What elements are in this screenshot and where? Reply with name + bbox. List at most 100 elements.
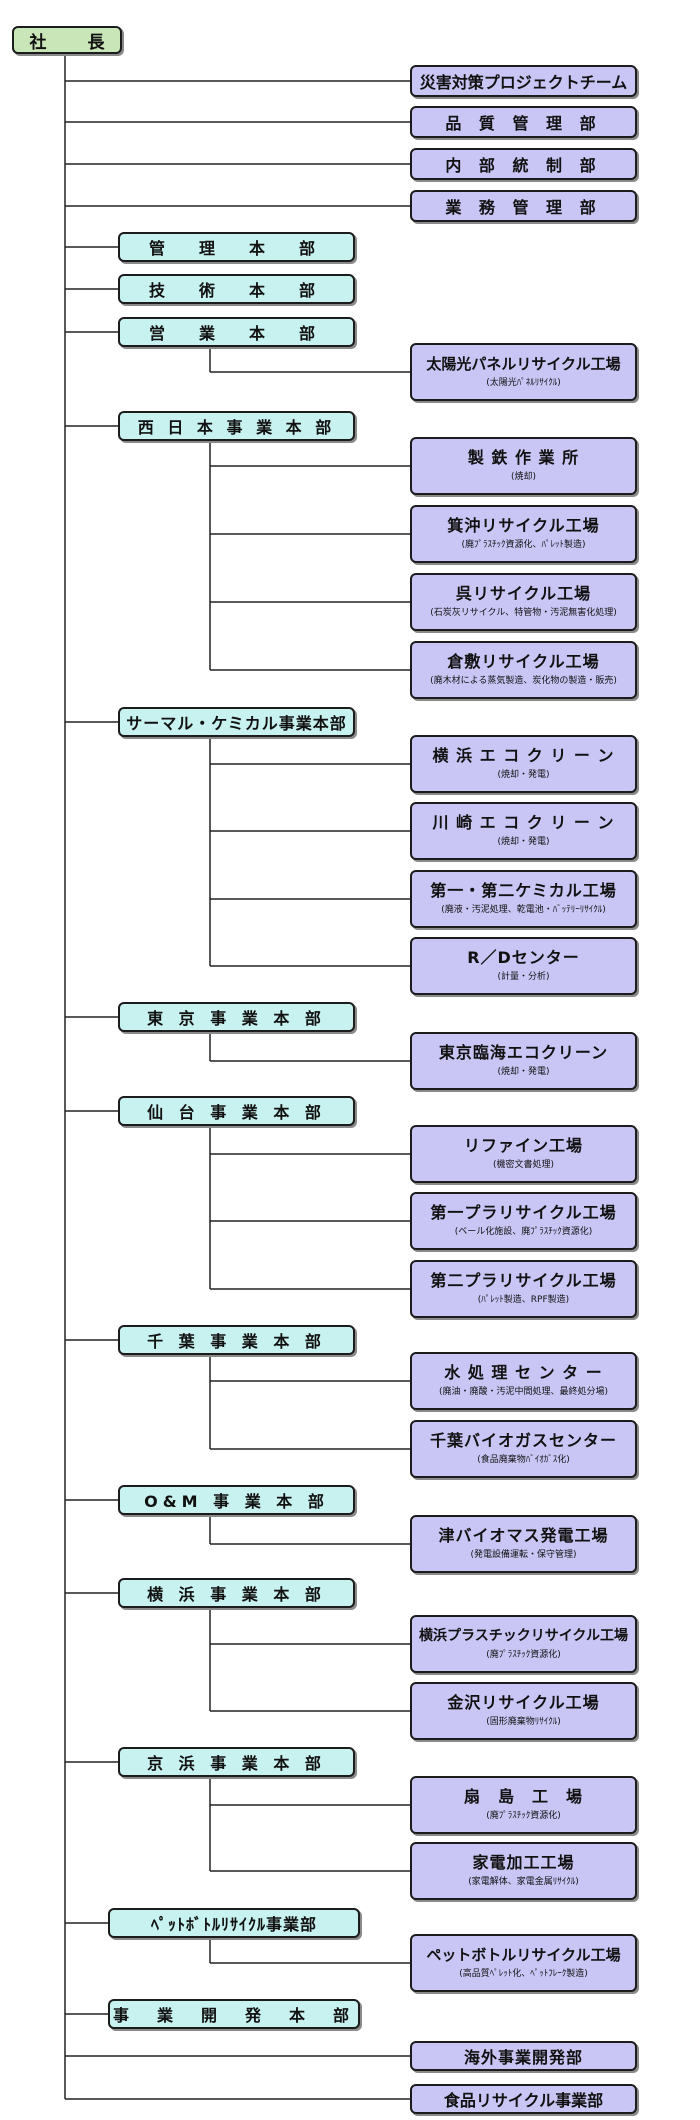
division-label: 京 浜 事 業 本 部 <box>147 1754 326 1773</box>
division-label: 横 浜 事 業 本 部 <box>147 1585 326 1604</box>
dept-overseas-business-development: 海外事業開発部 <box>410 2041 637 2071</box>
facility-name: 東京臨海エコクリーン <box>438 1043 609 1062</box>
division-pet-bottle-recycling: ﾍﾟｯﾄﾎﾞﾄﾙﾘｻｲｸﾙ事業部 <box>108 1908 360 1938</box>
dept-business-management: 業 務 管 理 部 <box>410 190 637 222</box>
facility-name: 千葉バイオガスセンター <box>429 1431 617 1450</box>
facility-description: (高品質ﾍﾟﾚｯﾄ化、ﾍﾟｯﾄﾌﾚｰｸ製造) <box>459 1969 588 1979</box>
facility-description: (計量・分析) <box>497 972 550 982</box>
president-label: 社 長 <box>29 32 117 53</box>
facility-name: R／Dセンター <box>467 948 580 967</box>
facility-ogishima: 扇 島 工 場 (廃ﾌﾟﾗｽﾁｯｸ資源化) <box>410 1776 637 1834</box>
division-label: 千 葉 事 業 本 部 <box>147 1332 326 1351</box>
facility-name: 横 浜 エ コ ク リ ー ン <box>432 746 615 765</box>
dept-label: 食品リサイクル事業部 <box>443 2091 604 2110</box>
facility-name: 横浜プラスチックリサイクル工場 <box>418 1628 629 1644</box>
facility-kanazawa-recycling: 金沢リサイクル工場 (固形廃棄物ﾘｻｲｸﾙ) <box>410 1682 637 1740</box>
division-label: 仙 台 事 業 本 部 <box>147 1103 326 1122</box>
facility-name: 津バイオマス発電工場 <box>438 1526 609 1545</box>
facility-description: (石炭灰リサイクル、特管物・汚泥無害化処理) <box>430 608 617 618</box>
dept-food-recycling: 食品リサイクル事業部 <box>410 2084 637 2114</box>
division-label: ﾍﾟｯﾄﾎﾞﾄﾙﾘｻｲｸﾙ事業部 <box>150 1915 317 1934</box>
division-label: 技 術 本 部 <box>148 281 324 300</box>
facility-solar-panel-recycling: 太陽光パネルリサイクル工場 (太陽光ﾊﾟﾈﾙﾘｻｲｸﾙ) <box>410 343 637 401</box>
facility-name: 倉敷リサイクル工場 <box>447 652 600 671</box>
facility-home-appliance-processing: 家電加工工場 (家電解体、家電金属ﾘｻｲｸﾙ) <box>410 1842 637 1900</box>
facility-name: 金沢リサイクル工場 <box>447 1693 600 1712</box>
facility-refine: リファイン工場 (機密文書処理) <box>410 1125 637 1183</box>
division-chiba: 千 葉 事 業 本 部 <box>118 1325 355 1355</box>
dept-disaster-project-team: 災害対策プロジェクトチーム <box>410 65 637 97</box>
facility-description: (廃ﾌﾟﾗｽﾁｯｸ資源化、ﾊﾟﾚｯﾄ製造) <box>461 540 586 550</box>
facility-description: (ﾊﾟﾚｯﾄ製造、RPF製造) <box>477 1295 570 1305</box>
facility-name: 第一・第二ケミカル工場 <box>430 881 617 900</box>
facility-name: 製 鉄 作 業 所 <box>467 448 580 467</box>
facility-first-second-chemical: 第一・第二ケミカル工場 (廃液・汚泥処理、乾電池・ﾊﾞｯﾃﾘｰﾘｻｲｸﾙ) <box>410 870 637 928</box>
facility-description: (廃油・廃酸・汚泥中間処理、最終処分場) <box>438 1387 609 1397</box>
facility-name: 水 処 理 セ ン タ ー <box>444 1363 603 1382</box>
division-label: サーマル・ケミカル事業本部 <box>126 714 347 733</box>
facility-description: (焼却・発電) <box>497 1067 550 1077</box>
division-label: 西 日 本 事 業 本 部 <box>137 418 336 437</box>
dept-quality-control: 品 質 管 理 部 <box>410 106 637 138</box>
president-box: 社 長 <box>12 26 122 54</box>
division-keihin: 京 浜 事 業 本 部 <box>118 1747 355 1777</box>
facility-description: (廃木材による蒸気製造、炭化物の製造・販売) <box>430 676 617 686</box>
division-label: 管 理 本 部 <box>148 239 324 258</box>
facility-rd-center: R／Dセンター (計量・分析) <box>410 937 637 995</box>
division-west-japan: 西 日 本 事 業 本 部 <box>118 411 355 441</box>
facility-description: (廃液・汚泥処理、乾電池・ﾊﾞｯﾃﾘｰﾘｻｲｸﾙ) <box>441 905 606 915</box>
division-om: O&M 事 業 本 部 <box>118 1485 355 1515</box>
facility-kurashiki-recycling: 倉敷リサイクル工場 (廃木材による蒸気製造、炭化物の製造・販売) <box>410 641 637 699</box>
facility-description: (廃ﾌﾟﾗｽﾁｯｸ資源化) <box>486 1650 561 1660</box>
facility-description: (廃ﾌﾟﾗｽﾁｯｸ資源化) <box>486 1811 561 1821</box>
facility-kure-recycling: 呉リサイクル工場 (石炭灰リサイクル、特管物・汚泥無害化処理) <box>410 573 637 631</box>
division-label: 事 業 開 発 本 部 <box>112 2006 355 2025</box>
facility-name: リファイン工場 <box>463 1136 583 1155</box>
facility-description: (食品廃棄物ﾊﾞｲｵｶﾞｽ化) <box>477 1455 570 1465</box>
dept-label: 災害対策プロジェクトチーム <box>419 73 628 92</box>
division-technology: 技 術 本 部 <box>118 274 355 304</box>
facility-water-treatment-center: 水 処 理 セ ン タ ー (廃油・廃酸・汚泥中間処理、最終処分場) <box>410 1352 637 1410</box>
division-label: 東 京 事 業 本 部 <box>147 1009 326 1028</box>
dept-label: 海外事業開発部 <box>463 2048 583 2067</box>
facility-first-plastic-recycling: 第一プラリサイクル工場 (ベール化施設、廃ﾌﾟﾗｽﾁｯｸ資源化) <box>410 1192 637 1250</box>
facility-name: 家電加工工場 <box>472 1853 575 1872</box>
facility-second-plastic-recycling: 第二プラリサイクル工場 (ﾊﾟﾚｯﾄ製造、RPF製造) <box>410 1260 637 1318</box>
dept-label: 業 務 管 理 部 <box>445 198 602 217</box>
facility-description: (発電設備運転・保守管理) <box>470 1550 577 1560</box>
facility-name: ペットボトルリサイクル工場 <box>426 1946 621 1964</box>
facility-description: (ベール化施設、廃ﾌﾟﾗｽﾁｯｸ資源化) <box>454 1227 593 1237</box>
dept-label: 品 質 管 理 部 <box>445 114 602 133</box>
facility-description: (機密文書処理) <box>492 1160 555 1170</box>
facility-mino-oki-recycling: 箕沖リサイクル工場 (廃ﾌﾟﾗｽﾁｯｸ資源化、ﾊﾟﾚｯﾄ製造) <box>410 505 637 563</box>
division-label: O&M 事 業 本 部 <box>144 1492 329 1511</box>
facility-name: 扇 島 工 場 <box>463 1787 583 1806</box>
facility-steel-works: 製 鉄 作 業 所 (焼却) <box>410 437 637 495</box>
facility-description: (固形廃棄物ﾘｻｲｸﾙ) <box>486 1717 561 1727</box>
facility-name: 第二プラリサイクル工場 <box>430 1271 617 1290</box>
facility-name: 川 崎 エ コ ク リ ー ン <box>432 813 615 832</box>
division-sendai: 仙 台 事 業 本 部 <box>118 1096 355 1126</box>
facility-yokohama-eco-clean: 横 浜 エ コ ク リ ー ン (焼却・発電) <box>410 735 637 793</box>
facility-kawasaki-eco-clean: 川 崎 エ コ ク リ ー ン (焼却・発電) <box>410 802 637 860</box>
facility-description: (太陽光ﾊﾟﾈﾙﾘｻｲｸﾙ) <box>486 378 561 388</box>
facility-description: (焼却・発電) <box>497 770 550 780</box>
division-thermal-chemical: サーマル・ケミカル事業本部 <box>118 707 355 737</box>
division-yokohama: 横 浜 事 業 本 部 <box>118 1578 355 1608</box>
facility-yokohama-plastic-recycling: 横浜プラスチックリサイクル工場 (廃ﾌﾟﾗｽﾁｯｸ資源化) <box>410 1615 637 1673</box>
division-sales: 営 業 本 部 <box>118 317 355 347</box>
division-label: 営 業 本 部 <box>148 324 324 343</box>
division-business-development: 事 業 開 発 本 部 <box>108 1999 360 2029</box>
facility-name: 呉リサイクル工場 <box>455 584 592 603</box>
division-tokyo: 東 京 事 業 本 部 <box>118 1002 355 1032</box>
dept-label: 内 部 統 制 部 <box>445 156 602 175</box>
dept-internal-control: 内 部 統 制 部 <box>410 148 637 180</box>
division-administration: 管 理 本 部 <box>118 232 355 262</box>
facility-description: (焼却) <box>510 472 537 482</box>
facility-tsu-biomass-power: 津バイオマス発電工場 (発電設備運転・保守管理) <box>410 1515 637 1573</box>
facility-description: (家電解体、家電金属ﾘｻｲｸﾙ) <box>468 1877 579 1887</box>
facility-description: (焼却・発電) <box>497 837 550 847</box>
facility-name: 箕沖リサイクル工場 <box>447 516 600 535</box>
facility-name: 第一プラリサイクル工場 <box>430 1203 617 1222</box>
